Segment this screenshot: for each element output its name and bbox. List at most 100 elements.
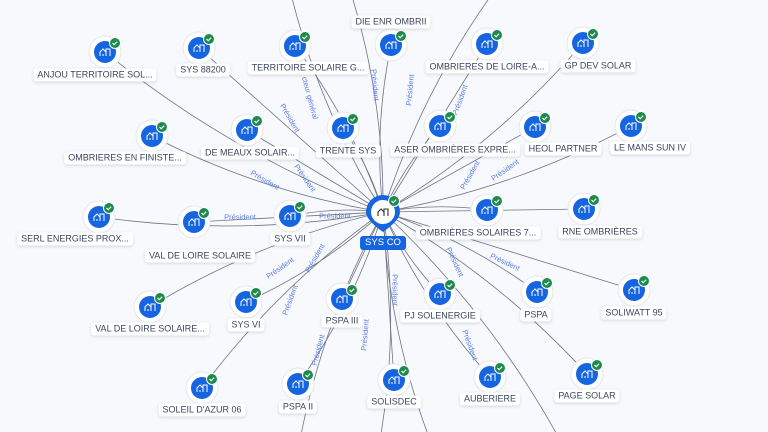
company-node[interactable]	[278, 29, 312, 63]
check-icon	[294, 201, 306, 213]
node-label[interactable]: OMBRIÈRES SOLAIRES 7...	[415, 226, 541, 240]
node-label[interactable]: SYS VII	[270, 232, 310, 246]
node-label[interactable]: PSPA II	[278, 400, 318, 414]
company-node[interactable]	[567, 192, 601, 226]
company-node[interactable]	[88, 35, 122, 69]
building-icon	[577, 39, 589, 47]
node-label[interactable]: PSPA	[520, 308, 552, 322]
node-label[interactable]: GP DEV SOLAR	[560, 59, 636, 73]
building-icon	[289, 42, 301, 50]
building-icon	[292, 380, 304, 388]
company-node[interactable]	[82, 200, 116, 234]
center-node-label[interactable]: SYS CO	[360, 236, 406, 250]
node-label[interactable]: AUBERIERE	[459, 392, 521, 406]
edge-label: Président	[278, 102, 302, 135]
building-icon	[144, 303, 156, 311]
company-node[interactable]	[520, 275, 554, 309]
check-icon	[491, 29, 503, 41]
company-node[interactable]	[177, 205, 211, 239]
edge-label: Président	[319, 212, 352, 221]
company-node[interactable]	[470, 27, 504, 61]
company-node[interactable]	[470, 193, 504, 227]
edge-label: Président	[404, 73, 416, 106]
company-node[interactable]	[473, 360, 507, 394]
check-icon	[103, 202, 115, 214]
node-label[interactable]: TRENTE SYS	[315, 144, 381, 158]
node-label[interactable]: TERRITOIRE SOLAIRE G...	[247, 61, 369, 75]
edge-label: Président	[264, 255, 296, 281]
node-label[interactable]: SOLIWATT 95	[601, 306, 667, 320]
node-label[interactable]: SYS 88200	[176, 63, 230, 77]
company-node[interactable]	[570, 357, 604, 391]
edge	[292, 0, 384, 213]
company-node[interactable]	[325, 282, 359, 316]
company-node[interactable]	[182, 31, 216, 65]
company-node[interactable]	[273, 199, 307, 233]
node-label[interactable]: OMBRIERES EN FINISTE...	[64, 151, 186, 165]
node-label[interactable]: ANJOU TERRITOIRE SOL...	[33, 68, 157, 82]
edge	[382, 42, 584, 213]
check-icon	[444, 279, 456, 291]
check-icon	[638, 275, 650, 287]
node-label[interactable]: VAL DE LOIRE SOLAIRE...	[91, 322, 209, 336]
edge-label: Président	[359, 318, 371, 351]
edge-label: Président	[224, 213, 257, 222]
company-node[interactable]	[229, 285, 263, 319]
node-label[interactable]: SERL ENERGIES PROX...	[17, 232, 133, 246]
node-label[interactable]: LE MANS SUN IV	[609, 141, 691, 155]
company-node[interactable]	[281, 367, 315, 401]
building-icon	[581, 370, 593, 378]
building-icon	[377, 208, 389, 216]
company-node[interactable]	[614, 109, 648, 143]
edge-label: Président	[369, 69, 381, 102]
node-label[interactable]: VAL DE LOIRE SOLAIRE	[144, 249, 256, 263]
company-node[interactable]	[230, 113, 264, 147]
company-node[interactable]	[423, 109, 457, 143]
node-label[interactable]: SOLEIL D'AZUR 06	[158, 403, 246, 417]
node-label[interactable]: ASER OMBRIÈRES EXPRE...	[390, 143, 520, 157]
edge	[149, 211, 384, 308]
center-node[interactable]	[366, 195, 400, 232]
node-label[interactable]: SYS VI	[227, 318, 265, 332]
building-icon	[481, 206, 493, 214]
company-node[interactable]	[566, 26, 600, 60]
node-label[interactable]: PSPA III	[321, 314, 363, 328]
edge	[382, 125, 632, 213]
check-icon	[347, 113, 359, 125]
company-node[interactable]	[423, 277, 457, 311]
node-label[interactable]: SOLISDEC	[367, 395, 421, 409]
company-node[interactable]	[518, 110, 552, 144]
check-icon	[206, 373, 218, 385]
edge-label: cteur général	[300, 76, 320, 121]
node-label[interactable]: HEOL PARTNER	[524, 142, 602, 156]
building-icon	[241, 126, 253, 134]
node-label[interactable]: RNE OMBRIÈRES	[558, 225, 642, 239]
edge	[379, 44, 392, 213]
edge-label: Président	[489, 157, 521, 183]
company-node[interactable]	[374, 28, 408, 62]
node-label[interactable]: PJ SOLENERGIE	[400, 309, 480, 323]
building-icon	[337, 124, 349, 132]
node-label[interactable]: OMBRIERES DE LOIRE-A...	[425, 60, 549, 74]
company-node[interactable]	[377, 363, 411, 397]
check-icon	[398, 365, 410, 377]
node-label[interactable]: DIE ENR OMBRII	[351, 15, 431, 29]
building-icon	[196, 384, 208, 392]
node-label[interactable]: DE MEAUX SOLAIR...	[200, 146, 300, 160]
company-node[interactable]	[326, 111, 360, 145]
check-icon	[539, 112, 551, 124]
check-icon	[591, 359, 603, 371]
building-icon	[434, 122, 446, 130]
company-node[interactable]	[617, 273, 651, 307]
check-icon	[346, 284, 358, 296]
building-icon	[484, 373, 496, 381]
edge-label: Président	[292, 162, 318, 194]
check-icon	[444, 111, 456, 123]
company-node[interactable]	[185, 371, 219, 405]
node-label[interactable]: PAGE SOLAR	[554, 389, 620, 403]
building-icon	[385, 41, 397, 49]
company-node[interactable]	[133, 290, 167, 324]
company-node[interactable]	[135, 119, 169, 153]
building-icon	[481, 40, 493, 48]
